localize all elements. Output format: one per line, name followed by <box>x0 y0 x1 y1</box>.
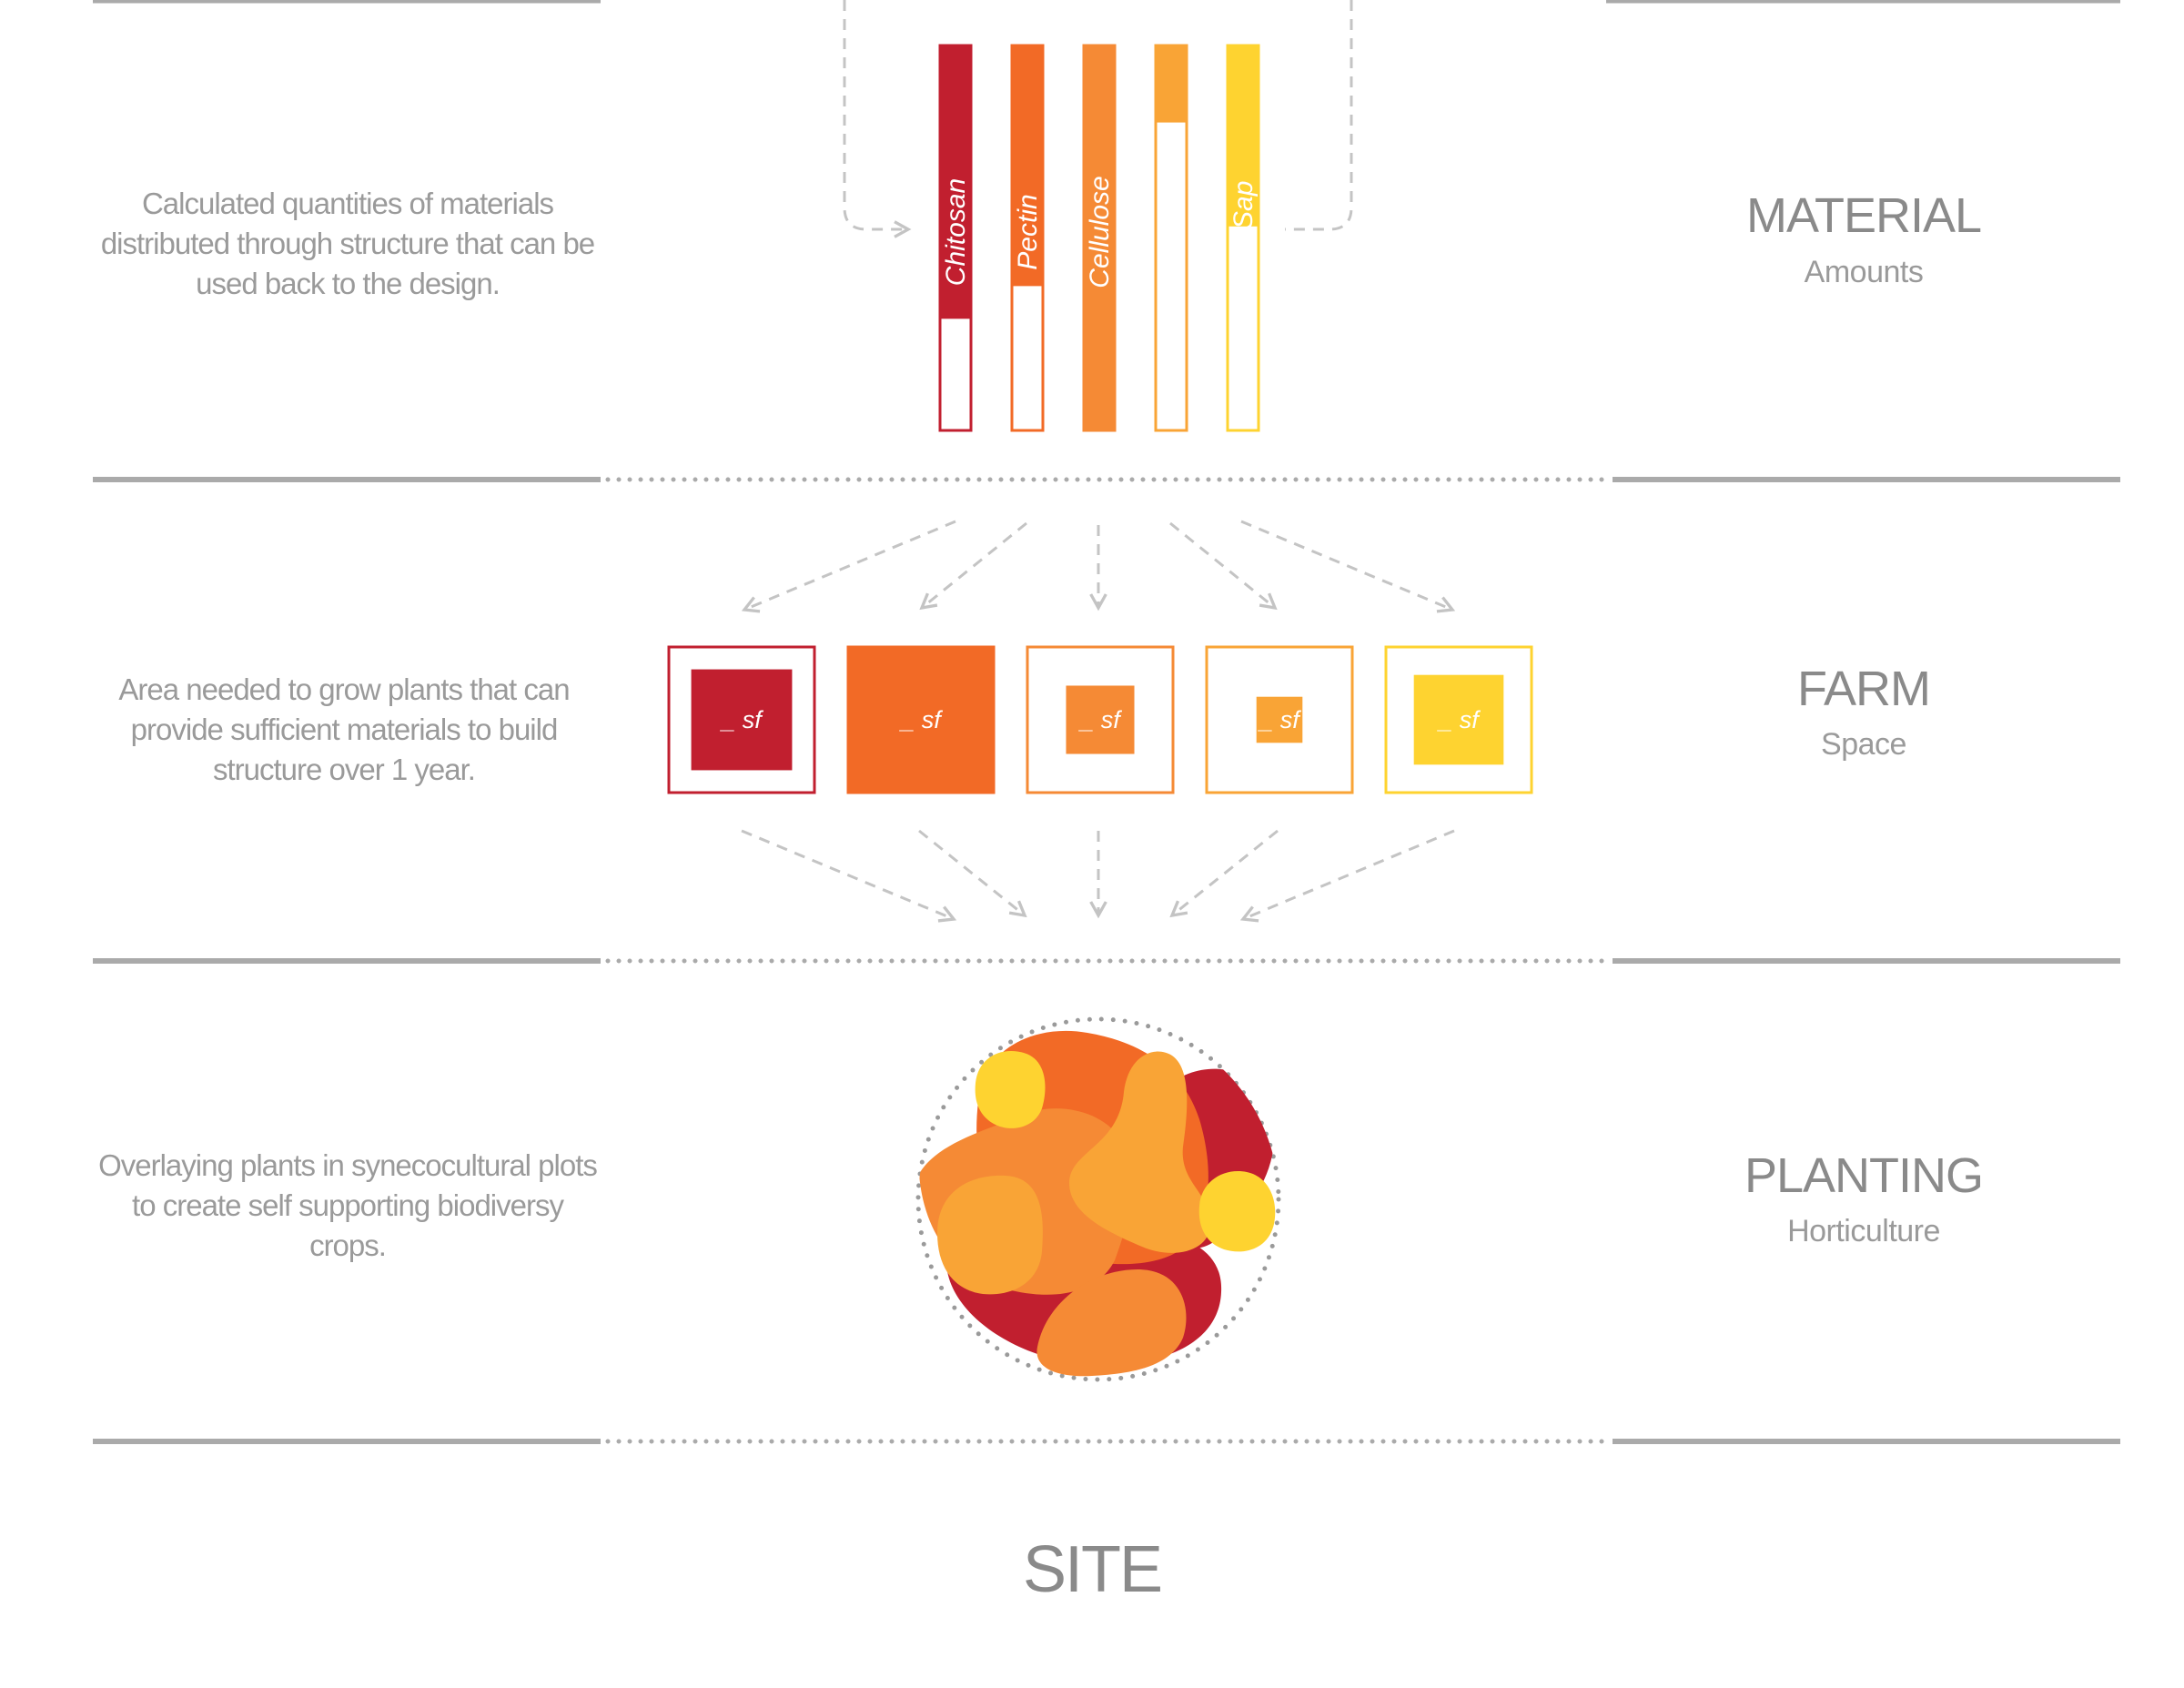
material-bar-fill-chitosan <box>940 45 971 319</box>
arrows-material-to-farm <box>744 520 1452 610</box>
farm-plots: _ sf _ sf _ sf _ sf _ sf <box>667 645 1533 794</box>
beeswax-crop-blob-left <box>937 1175 1043 1295</box>
farm-plot-area <box>848 647 994 793</box>
feedback-line-right <box>1285 0 1353 231</box>
planting-plot-boundary <box>915 1016 1281 1382</box>
farm-section-title: FARM <box>1796 662 1931 716</box>
material-bar-fill-cellulose <box>1084 45 1115 430</box>
farm-plot-cellulose: _ sf <box>1026 645 1175 794</box>
planting-section-title: PLANTING <box>1744 1148 1984 1203</box>
farm-plot-pectin: _ sf <box>846 645 996 794</box>
material-bar-cellulose: Cellulose <box>1082 44 1117 432</box>
arrow-beeswax-to-farm <box>1169 521 1275 608</box>
planting-plot <box>915 1016 1281 1382</box>
farm-plot-label: _ sf <box>1077 706 1122 733</box>
farm-plot-area <box>691 669 793 771</box>
material-section-subtitle: Amounts <box>1804 255 1924 289</box>
farm-plot-label: _ sf <box>898 706 943 733</box>
material-bar-label-treesap: TreeSap <box>1228 181 1259 284</box>
arrow-beeswax-to-planting <box>1172 829 1279 915</box>
site-section-title: SITE <box>1022 1533 1163 1606</box>
material-bars: Chitosan Pectin Cellulose Beeswax TreeSap <box>938 44 1260 432</box>
material-description: Calculated quantities of materials distr… <box>100 187 595 300</box>
arrow-treesap-to-planting <box>1243 829 1455 919</box>
material-bar-treesap: TreeSap <box>1226 44 1260 432</box>
section-dividers <box>93 0 2120 1444</box>
feedback-arrow-left <box>843 0 908 229</box>
farm-plot-area <box>1413 674 1504 765</box>
farm-plot-label: _ sf <box>1257 706 1301 733</box>
material-section-title: MATERIAL <box>1745 188 1982 243</box>
arrow-pectin-to-farm <box>922 521 1027 608</box>
material-bar-label-pectin: Pectin <box>1013 194 1043 269</box>
material-bar-pectin: Pectin <box>1010 44 1045 432</box>
beeswax-crop-blob-center <box>1069 1051 1210 1253</box>
treesap-crop-blob-right <box>1198 1171 1276 1252</box>
farm-plot-area <box>1256 696 1303 743</box>
arrows-farm-to-planting <box>741 829 1455 919</box>
cellulose-crop-blob-lower <box>1036 1269 1187 1377</box>
arrow-chitosan-to-farm <box>744 520 956 610</box>
farm-plot-chitosan: _ sf <box>667 645 816 794</box>
material-bar-fill-treesap <box>1228 45 1259 227</box>
planting-section-subtitle: Horticulture <box>1787 1214 1940 1248</box>
material-bar-fill-beeswax <box>1156 45 1187 123</box>
material-bar-beeswax: Beeswax <box>1154 44 1188 432</box>
arrow-pectin-to-planting <box>918 829 1025 915</box>
material-bar-fill-pectin <box>1012 45 1043 287</box>
farm-plot-treesap: _ sf <box>1384 645 1533 794</box>
farm-description: Area needed to grow plants that can prov… <box>118 672 570 786</box>
farm-plot-label: _ sf <box>719 706 763 733</box>
arrow-treesap-to-farm <box>1240 520 1452 610</box>
material-bar-label-chitosan: Chitosan <box>941 178 971 286</box>
farm-plot-beeswax: _ sf <box>1205 645 1354 794</box>
arrow-chitosan-to-planting <box>741 829 954 919</box>
treesap-crop-blob-topleft <box>975 1051 1046 1128</box>
farm-plot-label: _ sf <box>1436 706 1481 733</box>
planting-description: Overlaying plants in synecocultural plot… <box>98 1148 598 1262</box>
farm-plot-area <box>1066 685 1135 754</box>
material-bar-label-cellulose: Cellulose <box>1085 176 1115 288</box>
material-bar-label-beeswax: Beeswax <box>1157 176 1187 288</box>
farm-section-subtitle: Space <box>1821 727 1906 762</box>
material-bar-chitosan: Chitosan <box>938 44 973 432</box>
